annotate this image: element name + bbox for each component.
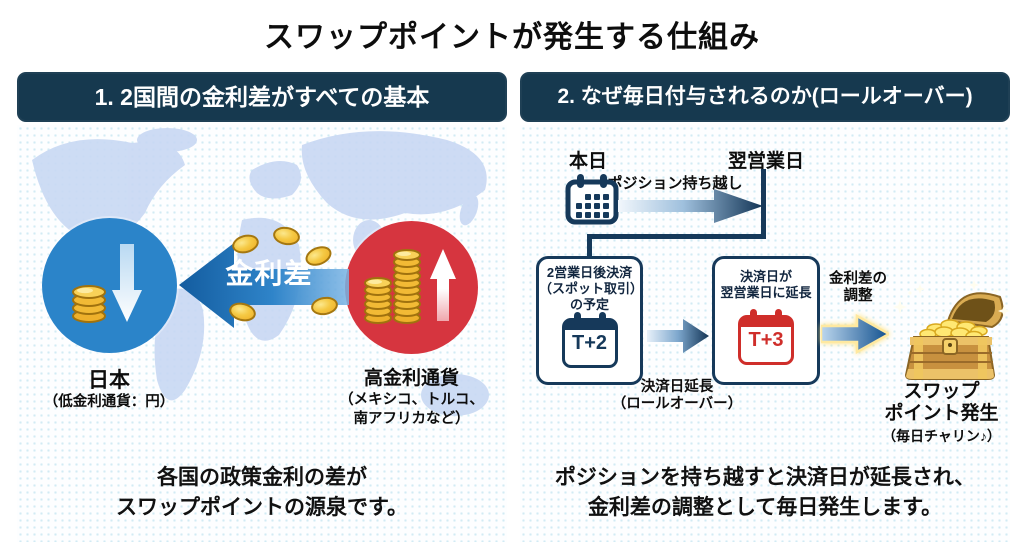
- spot-box-line2: （スポット取引）: [539, 281, 644, 296]
- interest-difference-arrow: [179, 243, 349, 328]
- coin-stack-short-icon: [364, 277, 392, 324]
- spot-box-line3: の予定: [569, 297, 609, 312]
- calendar-ring: [598, 312, 606, 326]
- right-panel-body: 本日 翌営業日 ポジション持ち越し 2営業: [520, 125, 1010, 542]
- interest-difference-label: 金利差: [225, 258, 313, 289]
- rollover-label-line2: （ロールオーバー）: [611, 396, 743, 412]
- left-caption: 各国の政策金利の差が スワップポイントの源泉です。: [17, 463, 507, 523]
- high-yield-sub2: 南アフリカなど）: [353, 411, 470, 427]
- left-caption-line1: 各国の政策金利の差が: [157, 466, 367, 489]
- rate-down-arrow-icon: [112, 244, 142, 322]
- t-plus-2-value: T+2: [571, 332, 608, 354]
- swap-point-result-label: スワップ ポイント発生 （毎日チャリン♪）: [873, 381, 1010, 445]
- connector-line: [587, 234, 592, 260]
- high-rate-circle: [345, 221, 478, 354]
- high-yield-sub1: （メキシコ、トルコ、: [339, 392, 484, 408]
- left-caption-line2: スワップポイントの源泉です。: [116, 496, 408, 519]
- spot-settlement-box: 2営業日後決済 （スポット取引） の予定 T+2: [536, 256, 643, 385]
- today-label: 本日: [568, 151, 607, 172]
- high-yield-label: 高金利通貨 （メキシコ、トルコ、 南アフリカなど）: [329, 367, 494, 429]
- right-caption-line2: 金利差の調整として毎日発生します。: [587, 496, 943, 519]
- calendar-bar: [564, 321, 615, 330]
- t-plus-3-value: T+3: [748, 329, 784, 351]
- japan-sub: （低金利通貨：円）: [43, 394, 175, 410]
- calendar-bar: [741, 318, 791, 327]
- rate-adjustment-line2: 調整: [843, 288, 873, 304]
- carryover-arrow: [618, 189, 763, 223]
- right-panel-header: 2. なぜ毎日付与されるのか(ロールオーバー): [520, 72, 1010, 122]
- extended-box-line2: 翌営業日に延長: [720, 285, 812, 300]
- rollover-label-line1: 決済日延長: [640, 379, 714, 395]
- rate-adjustment-line1: 金利差の: [829, 271, 887, 287]
- rollover-arrow: [647, 319, 709, 353]
- japan-low-rate-circle: [42, 218, 177, 353]
- next-business-day-label: 翌営業日: [727, 151, 804, 172]
- right-caption-line1: ポジションを持ち越すと決済日が延長され、: [554, 466, 976, 489]
- rate-adjustment-label: 金利差の 調整: [820, 271, 896, 305]
- extended-settlement-box: 決済日が 翌営業日に延長 T+3: [712, 256, 820, 385]
- high-yield-name: 高金利通貨: [363, 368, 459, 389]
- spot-box-line1: 2営業日後決済: [546, 265, 633, 280]
- calendar-ring: [750, 309, 757, 323]
- left-panel-body: 金利差 日本 （低金利通貨：円） 高金利通貨 （メキシコ、トルコ、 南アフリカな…: [17, 125, 507, 542]
- small-coin-stack-icon: [72, 285, 106, 323]
- panel-interest-difference: 1. 2国間の金利差がすべての基本: [17, 72, 507, 542]
- rollover-label: 決済日延長 （ロールオーバー）: [602, 379, 752, 413]
- coin-stack-tall-icon: [393, 249, 421, 324]
- connector-line: [587, 234, 766, 239]
- japan-label: 日本 （低金利通貨：円）: [34, 369, 184, 412]
- left-panel-header: 1. 2国間の金利差がすべての基本: [17, 72, 507, 122]
- swap-result-line3: （毎日チャリン♪）: [882, 428, 1001, 444]
- japan-name: 日本: [88, 369, 130, 392]
- page-title: スワップポイントが発生する仕組み: [264, 21, 760, 54]
- panel-rollover: 2. なぜ毎日付与されるのか(ロールオーバー) 本日 翌営業日 ポジション持ち越…: [520, 72, 1010, 542]
- rate-up-arrow-icon: [430, 249, 456, 321]
- extended-box-line1: 決済日が: [739, 269, 792, 284]
- adjustment-arrow: [821, 313, 889, 355]
- t-plus-2-calendar-icon: T+2: [561, 312, 618, 368]
- position-carryover-label: ポジション持ち越し: [607, 175, 743, 192]
- connector-line: [761, 169, 766, 239]
- swap-result-line1: スワップ: [903, 381, 980, 402]
- calendar-icon: [565, 174, 619, 225]
- calendar-ring: [775, 309, 782, 323]
- t-plus-3-calendar-icon: T+3: [738, 309, 794, 365]
- swap-result-line2: ポイント発生: [884, 403, 999, 424]
- treasure-chest-icon: [893, 280, 1010, 380]
- right-caption: ポジションを持ち越すと決済日が延長され、 金利差の調整として毎日発生します。: [520, 463, 1010, 523]
- calendar-ring: [573, 312, 581, 326]
